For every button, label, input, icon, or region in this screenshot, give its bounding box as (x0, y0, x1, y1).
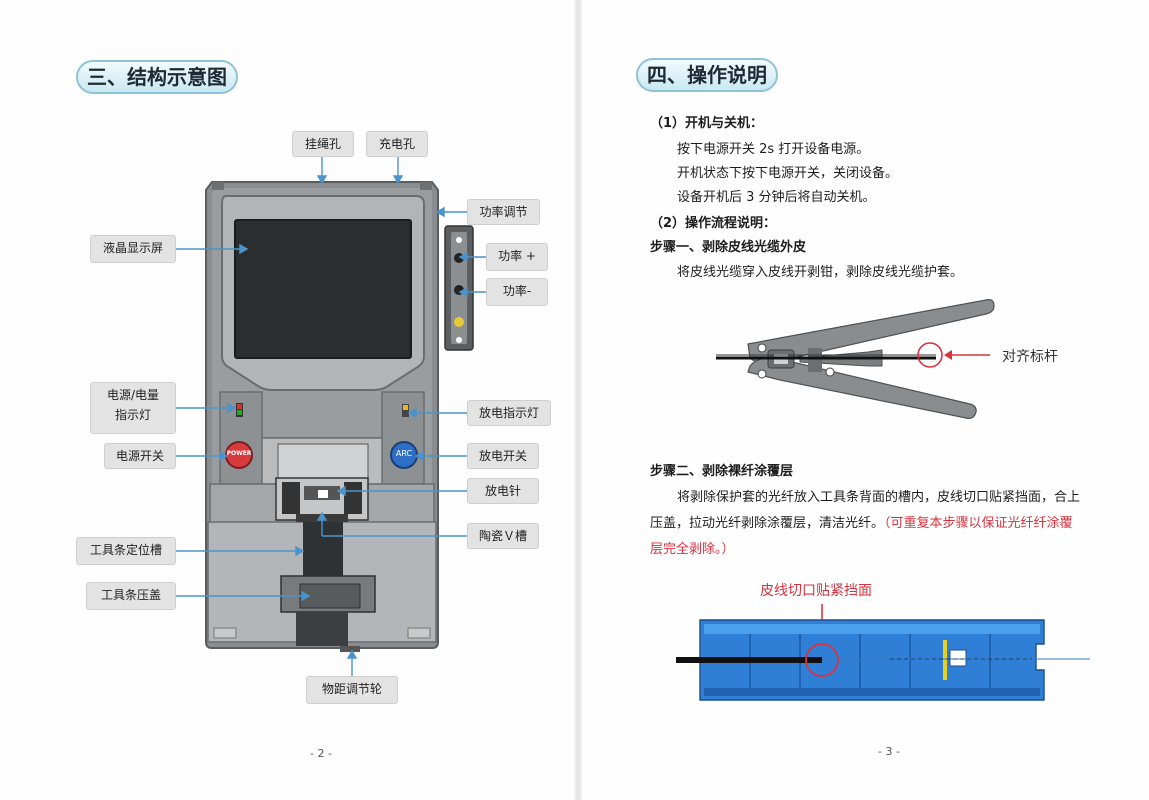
label-power-switch: 电源开关 (104, 443, 176, 469)
step2-line-1: 将剥除保护套的光纤放入工具条背面的槽内，皮线切口贴紧挡面，合上 (677, 490, 1081, 505)
label-lcd-screen: 液晶显示屏 (90, 235, 176, 263)
label-discharge-needle: 放电针 (467, 478, 539, 504)
part1-line-1: 按下电源开关 2s 打开设备电源。 (677, 142, 870, 157)
label-power-adjust: 功率调节 (467, 199, 540, 225)
label-discharge-switch: 放电开关 (467, 443, 539, 469)
power-button-text: POWER (226, 450, 252, 457)
step1-heading: 步骤一、剥除皮线光缆外皮 (650, 240, 807, 255)
stripping-plier-illustration (716, 299, 995, 419)
step2-line-3-red: 层完全剥除。） (650, 542, 735, 557)
tool-strip-illustration (676, 604, 1090, 701)
device-illustration (205, 181, 474, 652)
label-lanyard-hole: 挂绳孔 (292, 131, 354, 157)
step2-line-2-black: 压盖，拉动光纤剥除涂覆层，清洁光纤。 (650, 516, 885, 531)
label-power-indicator-line2: 指示灯 (114, 408, 151, 422)
step1-text: 将皮线光缆穿入皮线开剥钳，剥除皮线光缆护套。 (677, 265, 964, 280)
label-tool-strip-cover: 工具条压盖 (86, 582, 176, 610)
label-power-indicator-line1: 电源/电量 (106, 388, 160, 402)
section-title-structure: 三、结构示意图 (76, 60, 238, 94)
part2-heading: （2）操作流程说明： (650, 216, 777, 231)
part1-line-3: 设备开机后 3 分钟后将自动关机。 (677, 190, 876, 205)
part1-heading: （1）开机与关机： (650, 116, 764, 131)
arc-button-text: ARC (395, 449, 413, 458)
callout-cut-face: 皮线切口贴紧挡面 (760, 583, 872, 599)
part1-line-2: 开机状态下按下电源开关，关闭设备。 (677, 166, 899, 181)
label-charge-port: 充电孔 (366, 131, 428, 157)
label-object-distance-wheel: 物距调节轮 (306, 676, 398, 704)
leader-lines (176, 157, 486, 676)
page-number-left: - 2 - (310, 747, 332, 760)
label-discharge-indicator: 放电指示灯 (467, 400, 551, 426)
section-title-operation: 四、操作说明 (636, 58, 778, 92)
step2-heading: 步骤二、剥除裸纤涂覆层 (650, 464, 794, 479)
label-power-minus: 功率- (486, 278, 548, 306)
label-ceramic-v-groove: 陶瓷Ｖ槽 (467, 523, 539, 549)
label-tool-strip-slot: 工具条定位槽 (76, 537, 176, 565)
step2-line-2-red: （可重复本步骤以保证光纤纤涂覆 (884, 516, 1073, 531)
callout-alignment-rod: 对齐标杆 (1002, 350, 1058, 365)
label-power-indicator: 电源/电量 指示灯 (90, 382, 176, 434)
step2-line-2: 压盖，拉动光纤剥除涂覆层，清洁光纤。（可重复本步骤以保证光纤纤涂覆 (650, 512, 1073, 531)
label-power-plus: 功率 + (486, 243, 548, 271)
page-number-right: - 3 - (878, 745, 900, 758)
page-gutter (574, 0, 582, 800)
